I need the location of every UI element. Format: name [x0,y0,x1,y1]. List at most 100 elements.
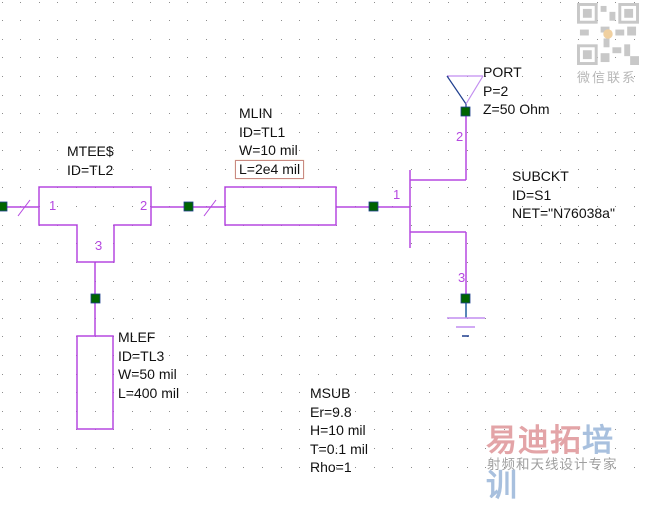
grid-dot [541,467,542,468]
grid-dot [522,299,523,300]
grid-dot [318,113,319,114]
mlin-symbol[interactable] [224,186,337,226]
grid-dot [448,57,449,58]
grid-dot [132,411,133,412]
grid-dot [150,448,151,449]
grid-dot [615,262,616,263]
grid-dot [132,392,133,393]
grid-dot [187,39,188,40]
msub-label[interactable]: MSUB Er=9.8 H=10 mil T=0.1 mil Rho=1 [310,384,368,477]
grid-dot [281,355,282,356]
grid-dot [57,39,58,40]
grid-dot [615,467,616,468]
grid-dot [411,336,412,337]
grid-dot [169,169,170,170]
grid-dot [206,392,207,393]
grid-dot [76,150,77,151]
grid-dot [485,132,486,133]
grid-dot [411,225,412,226]
grid-dot [541,281,542,282]
grid-dot [281,411,282,412]
mtee-symbol[interactable] [38,186,152,263]
mtee-label[interactable]: MTEE$ ID=TL2 [67,142,114,179]
grid-dot [504,355,505,356]
brand-tagline: 射频和天线设计专家 [487,457,618,473]
ground-symbol[interactable] [447,298,485,337]
grid-dot [169,95,170,96]
grid-dot [597,318,598,319]
mlef-width: W=50 mil [118,366,177,383]
msub-rho: Rho=1 [310,459,352,476]
grid-dot [374,374,375,375]
grid-dot [485,299,486,300]
grid-dot [20,318,21,319]
grid-dot [243,262,244,263]
node-marker[interactable] [90,293,101,304]
grid-dot [150,467,151,468]
grid-dot [374,411,375,412]
node-marker[interactable] [460,293,471,304]
grid-dot [225,2,226,3]
grid-dot [225,113,226,114]
grid-dot [392,132,393,133]
grid-dot [57,318,58,319]
grid-dot [39,95,40,96]
grid-dot [187,318,188,319]
grid-dot [578,281,579,282]
grid-dot [281,132,282,133]
grid-dot [95,243,96,244]
grid-dot [634,336,635,337]
grid-dot [485,39,486,40]
grid-dot [374,169,375,170]
grid-dot [597,299,598,300]
port-label[interactable]: PORT P=2 Z=50 Ohm [483,63,550,119]
subckt-net: NET="N76038a" [512,205,615,222]
mlef-symbol[interactable] [76,335,114,430]
grid-dot [411,206,412,207]
grid-dot [541,355,542,356]
node-marker[interactable] [460,106,471,117]
grid-dot [374,132,375,133]
grid-dot [541,411,542,412]
grid-dot [336,132,337,133]
subckt-pin-2: 2 [456,129,464,144]
node-marker[interactable] [368,201,379,212]
grid-dot [522,187,523,188]
grid-dot [76,318,77,319]
grid-dot [541,336,542,337]
node-marker[interactable] [183,201,194,212]
grid-dot [429,57,430,58]
node-marker[interactable] [0,201,8,212]
grid-dot [429,262,430,263]
grid-dot [20,262,21,263]
grid-dot [392,57,393,58]
grid-dot [615,392,616,393]
grid-dot [355,448,356,449]
grid-dot [485,374,486,375]
mlin-label[interactable]: MLIN ID=TL1 W=10 mil L=2e4 mil [235,104,305,179]
subckt-label[interactable]: SUBCKT ID=S1 NET="N76038a" [512,167,615,223]
grid-dot [2,132,3,133]
grid-dot [578,374,579,375]
grid-dot [541,318,542,319]
grid-dot [541,243,542,244]
grid-dot [504,132,505,133]
grid-dot [299,76,300,77]
grid-dot [355,225,356,226]
schematic-canvas[interactable] [0,0,645,477]
msub-name: MSUB [310,385,351,401]
mlin-length-param-selected[interactable]: L=2e4 mil [235,159,305,179]
grid-dot [225,169,226,170]
grid-dot [299,392,300,393]
grid-dot [615,113,616,114]
mlef-label[interactable]: MLEF ID=TL3 W=50 mil L=400 mil [118,328,179,402]
grid-dot [615,206,616,207]
grid-dot [485,150,486,151]
grid-dot [578,206,579,207]
grid-dot [615,411,616,412]
port-symbol[interactable] [446,75,484,112]
grid-dot [392,95,393,96]
grid-dot [615,187,616,188]
grid-dot [187,467,188,468]
grid-dot [113,20,114,21]
